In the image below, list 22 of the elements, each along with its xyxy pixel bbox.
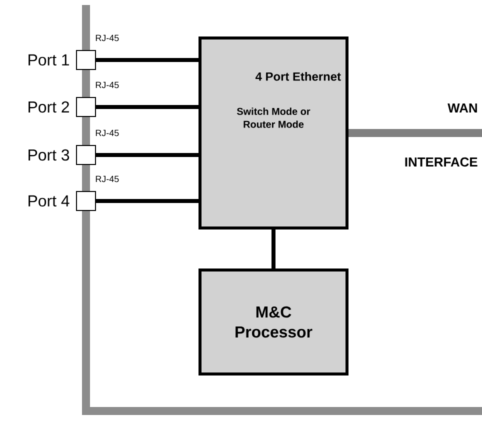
connector-line bbox=[96, 153, 198, 157]
port-label: Port 4 bbox=[28, 195, 70, 207]
port-label: Port 3 bbox=[28, 149, 70, 161]
connector-type-label: RJ-45 bbox=[96, 82, 119, 88]
processor-box: M&C Processor bbox=[198, 268, 348, 376]
connector-line bbox=[348, 129, 482, 137]
interface-label: INTERFACE bbox=[405, 157, 478, 167]
interface-label: WAN bbox=[448, 104, 477, 112]
port-label: Port 1 bbox=[28, 54, 69, 66]
connector-line bbox=[272, 230, 276, 268]
connector-line bbox=[96, 58, 198, 62]
ethernet-box: 4 Port Ethernet Switch Mode or Router Mode bbox=[198, 36, 348, 230]
connector-line bbox=[96, 105, 198, 109]
port-box bbox=[76, 191, 96, 211]
connector-type-label: RJ-45 bbox=[96, 176, 119, 182]
port-box bbox=[76, 50, 96, 70]
connector-type-label: RJ-45 bbox=[96, 34, 119, 42]
port-box bbox=[76, 145, 96, 165]
port-label: Port 2 bbox=[28, 101, 69, 113]
port-box bbox=[76, 97, 96, 117]
connector-line bbox=[96, 199, 198, 203]
connector-type-label: RJ-45 bbox=[96, 130, 119, 136]
